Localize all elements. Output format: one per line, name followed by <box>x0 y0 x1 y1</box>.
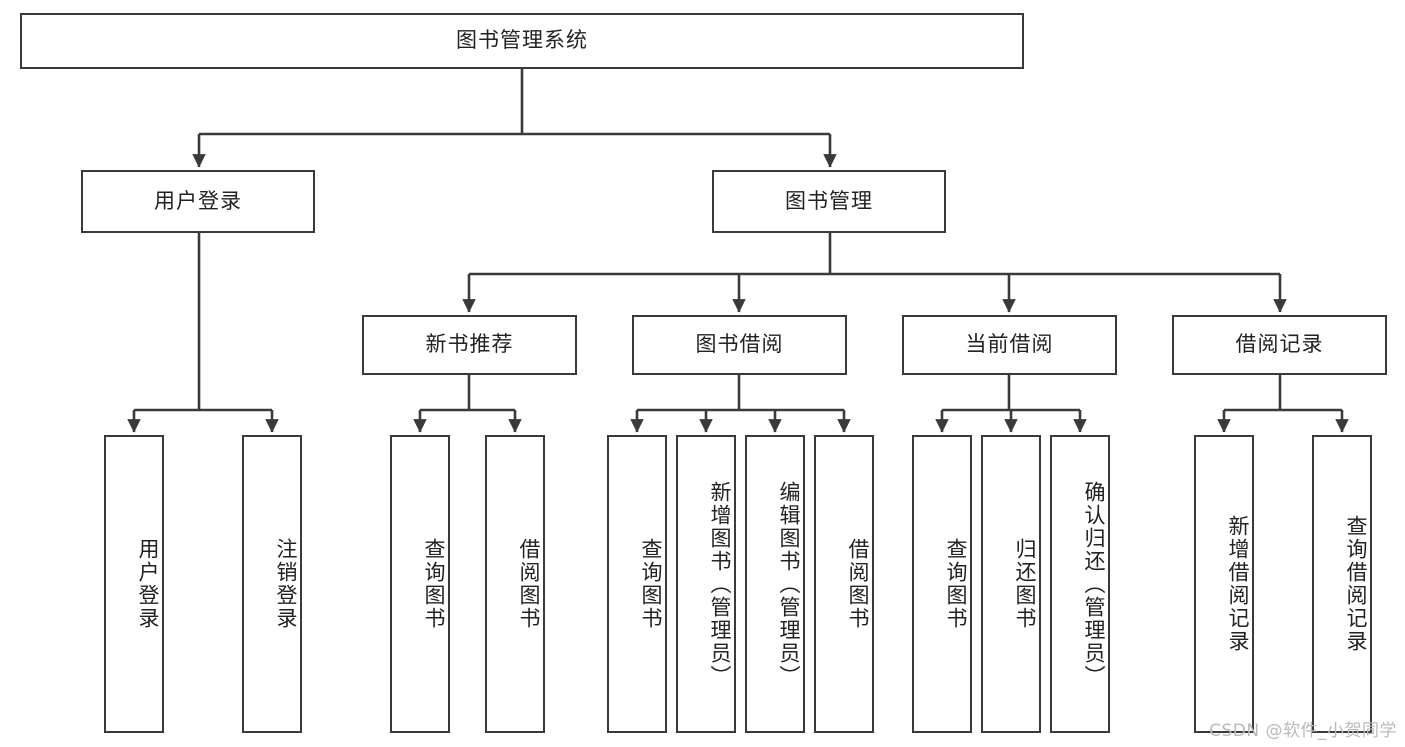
node-leaf-query-book-2-label: 查询图书 <box>639 538 663 630</box>
node-book-manage[interactable]: 图书管理 <box>712 170 946 233</box>
node-leaf-return-book-label: 归还图书 <box>1013 538 1037 630</box>
node-user-login-label: 用户登录 <box>154 188 242 213</box>
node-leaf-borrow-book-1[interactable]: 借阅图书 <box>485 435 545 733</box>
node-current-borrow-label: 当前借阅 <box>965 332 1054 357</box>
node-leaf-query-record-label: 查询借阅记录 <box>1344 515 1368 653</box>
node-leaf-borrow-book-2-label: 借阅图书 <box>846 538 870 630</box>
node-new-book-recommend-label: 新书推荐 <box>425 332 514 357</box>
node-root-label: 图书管理系统 <box>456 28 588 53</box>
node-leaf-add-book-label: 新增图书（管理员） <box>708 480 732 688</box>
node-leaf-user-login-label: 用户登录 <box>136 538 160 630</box>
node-leaf-logout-login[interactable]: 注销登录 <box>242 435 302 733</box>
node-leaf-confirm-return-label: 确认归还（管理员） <box>1082 480 1106 688</box>
node-borrow-record[interactable]: 借阅记录 <box>1172 315 1387 375</box>
node-root[interactable]: 图书管理系统 <box>20 13 1024 69</box>
node-leaf-return-book[interactable]: 归还图书 <box>981 435 1041 733</box>
node-leaf-edit-book[interactable]: 编辑图书（管理员） <box>745 435 805 733</box>
node-new-book-recommend[interactable]: 新书推荐 <box>362 315 577 375</box>
node-book-borrow[interactable]: 图书借阅 <box>632 315 847 375</box>
node-leaf-add-record-label: 新增借阅记录 <box>1226 515 1250 653</box>
node-leaf-user-login[interactable]: 用户登录 <box>104 435 164 733</box>
node-leaf-query-book-3-label: 查询图书 <box>944 538 968 630</box>
node-leaf-query-book-3[interactable]: 查询图书 <box>912 435 972 733</box>
node-borrow-record-label: 借阅记录 <box>1235 332 1324 357</box>
node-book-manage-label: 图书管理 <box>785 188 873 213</box>
node-leaf-edit-book-label: 编辑图书（管理员） <box>777 480 801 688</box>
node-leaf-query-book-2[interactable]: 查询图书 <box>607 435 667 733</box>
node-leaf-add-book[interactable]: 新增图书（管理员） <box>676 435 736 733</box>
node-leaf-query-record[interactable]: 查询借阅记录 <box>1312 435 1372 733</box>
node-leaf-borrow-book-2[interactable]: 借阅图书 <box>814 435 874 733</box>
node-book-borrow-label: 图书借阅 <box>695 332 784 357</box>
node-leaf-borrow-book-1-label: 借阅图书 <box>517 538 541 630</box>
node-leaf-add-record[interactable]: 新增借阅记录 <box>1194 435 1254 733</box>
node-leaf-logout-login-label: 注销登录 <box>274 538 298 630</box>
node-leaf-query-book-1-label: 查询图书 <box>422 538 446 630</box>
node-leaf-confirm-return[interactable]: 确认归还（管理员） <box>1050 435 1110 733</box>
node-current-borrow[interactable]: 当前借阅 <box>902 315 1117 375</box>
node-leaf-query-book-1[interactable]: 查询图书 <box>390 435 450 733</box>
node-user-login[interactable]: 用户登录 <box>81 170 315 233</box>
